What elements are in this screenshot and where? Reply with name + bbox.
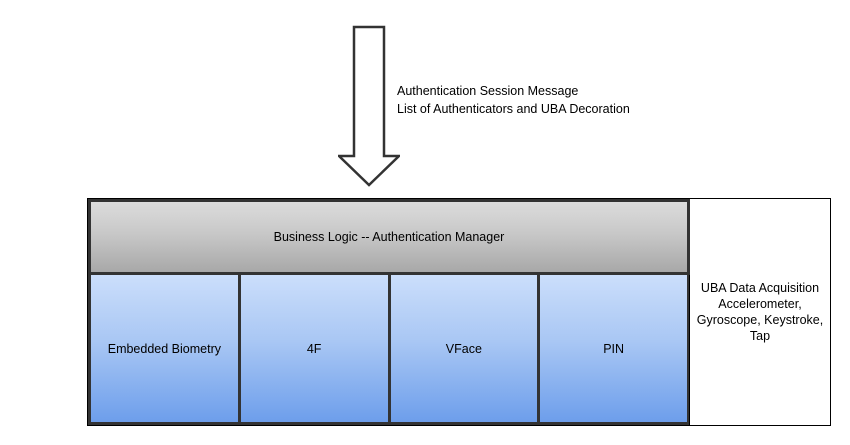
flow-arrow-label-line-1: Authentication Session Message [397,84,579,98]
uba-panel-line-1: UBA Data Acquisition [700,281,820,295]
business-logic-label: Business Logic -- Authentication Manager [273,230,505,244]
authenticator-label: 4F [306,341,322,356]
business-logic-bar: Business Logic -- Authentication Manager [88,199,690,275]
authenticator-cell-4f: 4F [237,275,391,425]
architecture-box: Business Logic -- Authentication Manager… [87,198,831,426]
authenticator-cell-pin: PIN [537,275,690,425]
authenticator-label: Embedded Biometry [107,341,221,356]
authenticator-label: VFace [445,341,482,356]
authenticator-row: Embedded Biometry 4F VFace PIN [88,275,690,425]
uba-data-acquisition-panel: UBA Data Acquisition Accelerometer, Gyro… [689,198,831,426]
uba-panel-line-4: Tap [749,329,771,343]
authentication-stack-column: Business Logic -- Authentication Manager… [88,199,690,425]
uba-panel-text: UBA Data Acquisition Accelerometer, Gyro… [691,280,829,344]
flow-arrow-label-line-2: List of Authenticators and UBA Decoratio… [397,102,630,116]
uba-panel-line-3: Gyroscope, Keystroke, [696,313,824,327]
uba-panel-line-2: Accelerometer, [718,297,802,311]
authenticator-label: PIN [603,341,625,356]
flow-arrow-label: Authentication Session Message List of A… [397,82,630,118]
authenticator-cell-vface: VFace [387,275,541,425]
flow-arrow [338,22,400,192]
down-arrow-icon [338,25,400,187]
authenticator-cell-embedded-biometry: Embedded Biometry [88,275,241,425]
